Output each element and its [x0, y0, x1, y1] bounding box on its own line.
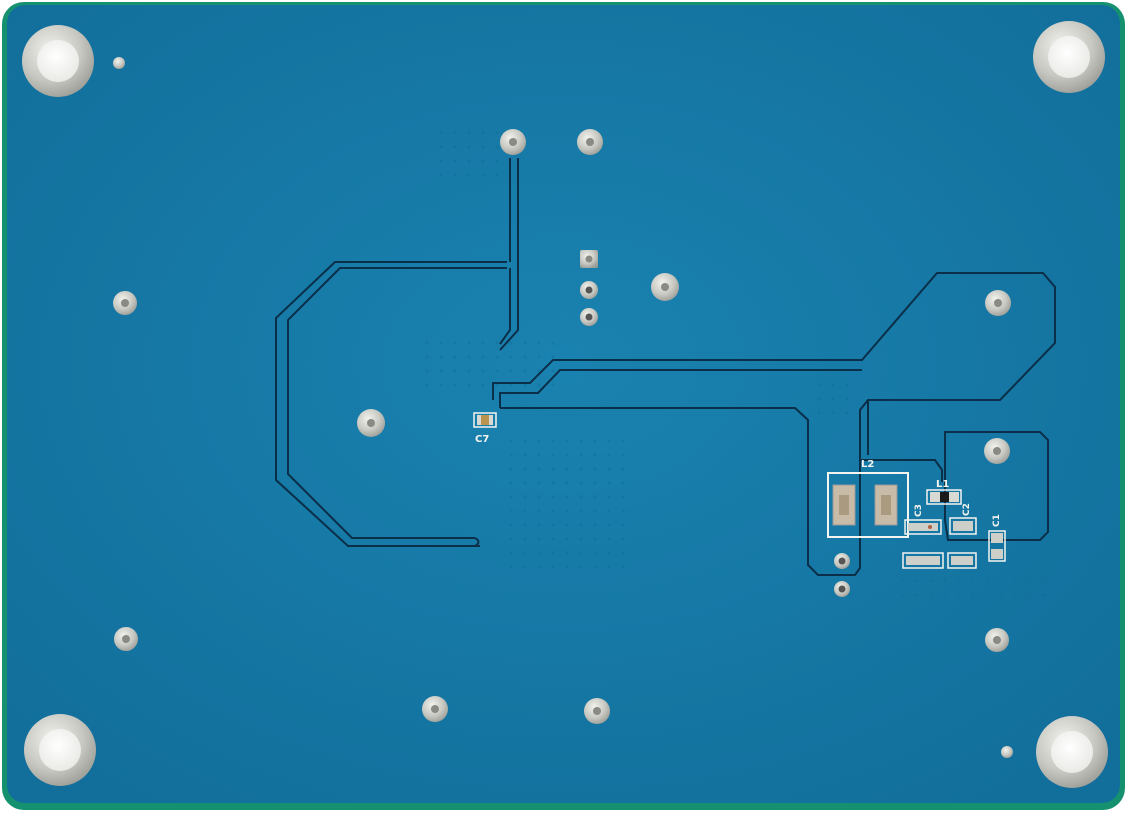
pad — [580, 281, 598, 299]
silkscreen-labels: C7 L2 L1 C3 C2 C1 — [475, 434, 1002, 527]
smd-components — [473, 412, 1006, 569]
copper-traces — [275, 158, 1056, 576]
capacitor-c1 — [988, 530, 1006, 562]
capacitor-pad-bottom-left — [902, 552, 944, 569]
label-c1: C1 — [992, 514, 1002, 527]
pad — [422, 696, 448, 722]
label-c7: C7 — [475, 434, 489, 445]
capacitor-pad-bottom-right — [947, 552, 977, 569]
pad — [584, 698, 610, 724]
capacitor-c3 — [904, 519, 942, 535]
mounting-hole-bottom-right — [1036, 716, 1108, 788]
left-loop-trace — [275, 261, 507, 547]
label-c3: C3 — [914, 504, 924, 517]
pad — [113, 291, 137, 315]
pad — [580, 308, 598, 326]
mounting-hole-top-right — [1033, 21, 1105, 93]
pad — [834, 581, 850, 597]
pad — [114, 627, 138, 651]
through-hole-pads — [113, 129, 1011, 724]
capacitor-c7 — [473, 412, 497, 428]
pad — [651, 273, 679, 301]
capacitor-c2 — [949, 517, 977, 535]
pad — [985, 628, 1009, 652]
pad — [985, 290, 1011, 316]
label-c2: C2 — [962, 503, 972, 516]
pad-square — [580, 250, 598, 268]
mounting-holes — [22, 21, 1108, 788]
pad — [834, 553, 850, 569]
pad — [357, 409, 385, 437]
mounting-hole-bottom-left — [24, 714, 96, 786]
inductor-l1 — [926, 489, 962, 505]
pad — [500, 129, 526, 155]
pad — [577, 129, 603, 155]
right-pad-box — [944, 431, 1049, 541]
label-l1: L1 — [936, 479, 949, 490]
pad — [984, 438, 1010, 464]
label-l2: L2 — [861, 459, 874, 470]
via-field — [415, 130, 1045, 600]
inductor-l2 — [827, 472, 909, 538]
fiducials — [113, 57, 1013, 758]
mounting-hole-top-left — [22, 25, 94, 97]
